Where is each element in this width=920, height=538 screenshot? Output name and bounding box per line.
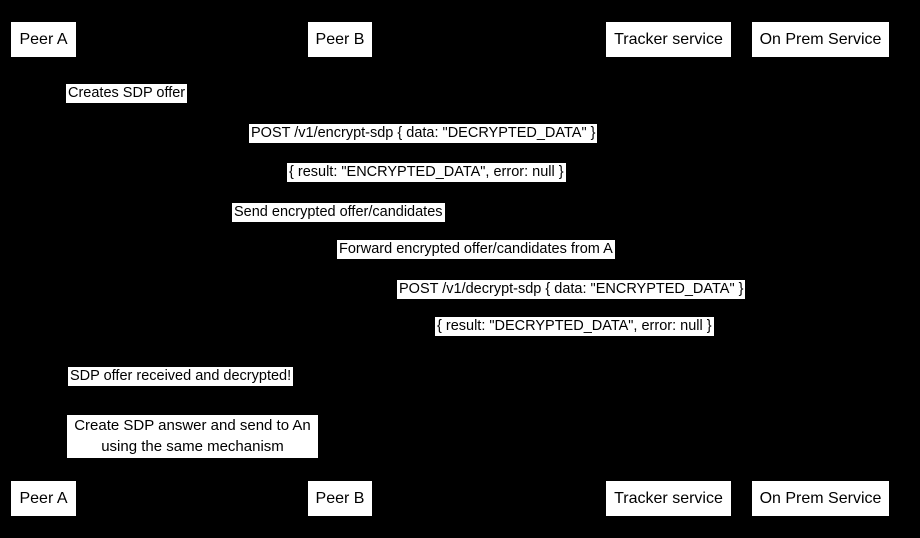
participant-box-on-prem-service-top: On Prem Service bbox=[752, 22, 889, 57]
message-forward-encrypted-offer: Forward encrypted offer/candidates from … bbox=[337, 240, 615, 259]
participant-box-tracker-service-top: Tracker service bbox=[606, 22, 731, 57]
participant-box-on-prem-service-bottom: On Prem Service bbox=[752, 481, 889, 516]
note-line-1: Create SDP answer and send to An bbox=[74, 417, 311, 434]
participant-box-peer-a-bottom: Peer A bbox=[11, 481, 76, 516]
message-decrypt-sdp-response: { result: "DECRYPTED_DATA", error: null … bbox=[435, 317, 714, 336]
participant-box-tracker-service-bottom: Tracker service bbox=[606, 481, 731, 516]
message-decrypt-sdp-request: POST /v1/decrypt-sdp { data: "ENCRYPTED_… bbox=[397, 280, 746, 299]
message-send-encrypted-offer: Send encrypted offer/candidates bbox=[232, 203, 445, 222]
message-encrypt-sdp-response: { result: "ENCRYPTED_DATA", error: null … bbox=[287, 163, 566, 182]
participant-box-peer-b-top: Peer B bbox=[308, 22, 372, 57]
note-create-sdp-answer: Create SDP answer and send to An using t… bbox=[67, 415, 318, 458]
participant-box-peer-a-top: Peer A bbox=[11, 22, 76, 57]
participant-box-peer-b-bottom: Peer B bbox=[308, 481, 372, 516]
note-line-2: using the same mechanism bbox=[101, 438, 284, 455]
message-encrypt-sdp-request: POST /v1/encrypt-sdp { data: "DECRYPTED_… bbox=[249, 124, 598, 143]
label-creates-sdp-offer: Creates SDP offer bbox=[66, 84, 188, 103]
message-sdp-offer-received: SDP offer received and decrypted! bbox=[68, 367, 294, 386]
